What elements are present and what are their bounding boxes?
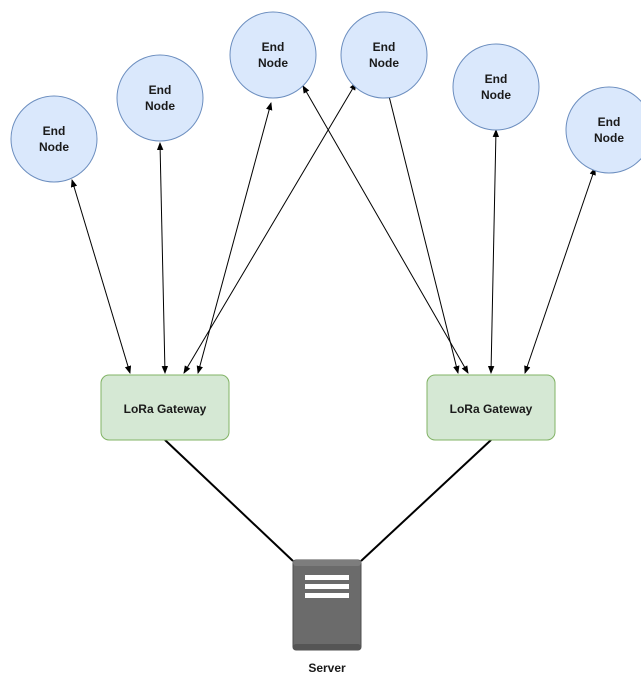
lora-gateway-2: LoRa Gateway — [426, 374, 556, 441]
end-node-3: End Node — [229, 11, 317, 99]
end-node-label-line1: End — [598, 115, 621, 129]
server: Server — [292, 559, 362, 675]
end-node-label-line1: End — [149, 83, 172, 97]
end-node-label-line2: Node — [258, 56, 288, 70]
server-icon — [292, 559, 362, 651]
link-node1-gw1 — [70, 179, 132, 374]
node-gateway-links — [70, 82, 596, 374]
end-node-4: End Node — [340, 11, 428, 99]
link-node3-gw1 — [196, 102, 273, 374]
gateway-box — [100, 374, 230, 441]
lora-gateway-1: LoRa Gateway — [100, 374, 230, 441]
gateway-label: LoRa Gateway — [450, 402, 533, 416]
end-node-label-line1: End — [43, 124, 66, 138]
end-node-label-line1: End — [373, 40, 396, 54]
link-node5-gw2 — [487, 129, 500, 374]
gateway-label: LoRa Gateway — [124, 402, 207, 416]
link-node4-gw2 — [384, 83, 460, 374]
server-label: Server — [308, 661, 346, 675]
backhaul-gw2-server — [360, 439, 492, 562]
end-node-label-line2: Node — [145, 99, 175, 113]
backhaul-links — [164, 439, 492, 562]
backhaul-gw1-server — [164, 439, 294, 562]
end-node-label-line1: End — [485, 72, 508, 86]
end-node-circle — [340, 11, 428, 99]
end-node-1: End Node — [10, 95, 98, 183]
end-node-circle — [452, 43, 540, 131]
link-node6-gw2 — [524, 167, 596, 374]
end-node-2: End Node — [116, 54, 204, 142]
end-node-label-line1: End — [262, 40, 285, 54]
link-node4-gw1 — [183, 82, 357, 374]
link-node3-gw2 — [302, 85, 469, 374]
end-node-circle — [229, 11, 317, 99]
end-node-label-line2: Node — [39, 140, 69, 154]
gateway-box — [426, 374, 556, 441]
end-node-label-line2: Node — [369, 56, 399, 70]
end-node-circle — [116, 54, 204, 142]
end-node-6: End Node — [565, 86, 641, 174]
end-node-circle — [10, 95, 98, 183]
end-node-label-line2: Node — [594, 131, 624, 145]
link-node2-gw1 — [156, 142, 169, 374]
end-node-label-line2: Node — [481, 88, 511, 102]
end-node-circle — [565, 86, 641, 174]
end-node-5: End Node — [452, 43, 540, 131]
